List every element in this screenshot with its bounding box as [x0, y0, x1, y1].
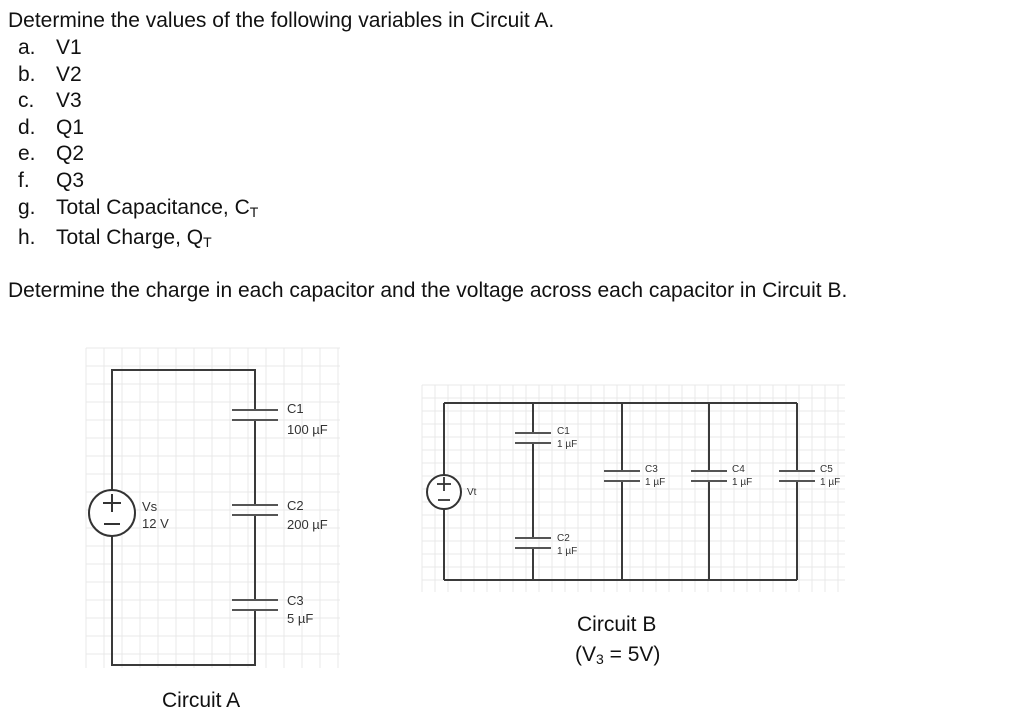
variable-list: a.V1 b.V2 c.V3 d.Q1 e.Q2 f.Q3 g.Total Ca… [18, 35, 258, 256]
c1-value: 100 µF [287, 422, 328, 437]
capacitor-b-c1 [515, 432, 551, 444]
source-value: 12 V [142, 516, 169, 531]
list-item: f.Q3 [18, 168, 85, 192]
voltage-source-vt [426, 474, 462, 510]
capacitor-c1 [232, 409, 278, 421]
question-circuit-b: Determine the charge in each capacitor a… [8, 279, 848, 302]
b-c5-name: C5 [820, 464, 833, 475]
b-c2-name: C2 [557, 533, 570, 544]
circuit-b-grid [421, 384, 845, 592]
question-circuit-a: Determine the values of the following va… [8, 9, 555, 32]
b-c2-value: 1 µF [557, 546, 577, 557]
c3-value: 5 µF [287, 611, 313, 626]
circuit-b-caption: Circuit B [577, 613, 657, 636]
list-item: d.Q1 [18, 115, 85, 139]
circuit-a-wires [111, 369, 256, 666]
list-item: b.V2 [18, 62, 82, 86]
source-vt-name: Vt [467, 487, 477, 498]
c3-name: C3 [287, 593, 304, 608]
c2-value: 200 µF [287, 517, 328, 532]
voltage-source-vs [88, 489, 136, 537]
circuit-a-grid [85, 347, 340, 668]
capacitor-b-c4 [691, 470, 727, 482]
b-c5-value: 1 µF [820, 477, 840, 488]
c2-name: C2 [287, 498, 304, 513]
list-item: g.Total Capacitance, CT [18, 195, 259, 220]
circuit-a-caption: Circuit A [162, 689, 241, 712]
b-c3-name: C3 [645, 464, 658, 475]
b-c4-name: C4 [732, 464, 745, 475]
source-name: Vs [142, 499, 158, 514]
b-c1-value: 1 µF [557, 439, 577, 450]
list-item: c.V3 [18, 89, 82, 113]
capacitor-c2 [232, 504, 278, 516]
list-item: h.Total Charge, QT [18, 226, 212, 251]
list-item: e.Q2 [18, 142, 85, 166]
circuit-b-wires [443, 402, 798, 581]
c1-name: C1 [287, 401, 304, 416]
capacitor-b-c2 [515, 537, 551, 549]
circuit-b-given: (V3 = 5V) [575, 643, 661, 667]
b-c4-value: 1 µF [732, 477, 752, 488]
b-c3-value: 1 µF [645, 477, 665, 488]
b-c1-name: C1 [557, 426, 570, 437]
capacitor-b-c5 [779, 470, 815, 482]
capacitor-c3 [232, 599, 278, 611]
list-item: a.V1 [18, 36, 82, 59]
capacitor-b-c3 [604, 470, 640, 482]
